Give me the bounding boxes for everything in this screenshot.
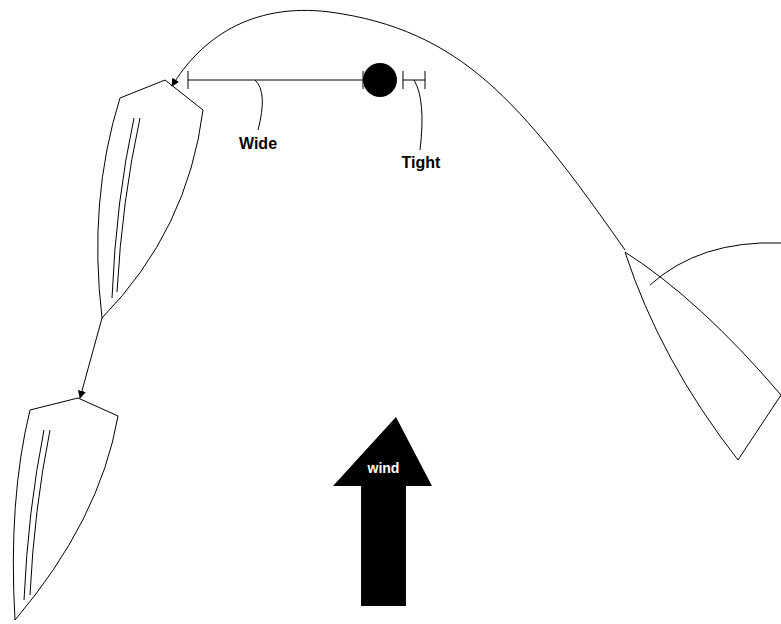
leader-line <box>414 80 422 150</box>
race-mark <box>363 63 397 97</box>
wide-bracket <box>188 71 363 89</box>
boat-exit <box>13 398 118 620</box>
leader-line <box>255 80 262 130</box>
boat-approach <box>625 243 781 460</box>
wind-label: wind <box>368 461 400 476</box>
clearance-label: Wide <box>239 135 277 153</box>
course-arrow <box>80 318 102 398</box>
wind-arrow: wind <box>333 417 432 606</box>
clearance-label: Tight <box>402 154 441 172</box>
arrow-outline <box>333 417 432 606</box>
boat-track <box>172 10 625 250</box>
boat-rounded <box>98 80 203 318</box>
